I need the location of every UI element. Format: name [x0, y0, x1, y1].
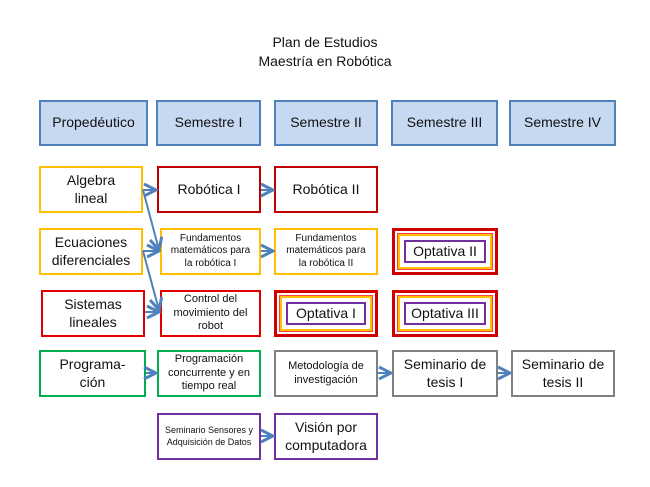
course-control-movimiento: Control del movimiento del robot — [160, 290, 261, 337]
course-optativa-2: Optativa II — [392, 228, 498, 275]
header-semestre-2: Semestre II — [274, 100, 378, 146]
optativa-3-label: Optativa III — [404, 302, 486, 325]
course-sistemas-lineales: Sistemas lineales — [41, 290, 145, 337]
header-semestre-4: Semestre IV — [509, 100, 616, 146]
course-optativa-1: Optativa I — [274, 290, 378, 337]
course-ecuaciones: Ecuaciones diferenciales — [39, 228, 143, 275]
course-programacion-concurrente: Programación concurrente y en tiempo rea… — [157, 350, 261, 397]
header-semestre-1: Semestre I — [156, 100, 261, 146]
course-seminario-tesis-1: Seminario de tesis I — [392, 350, 498, 397]
optativa-2-label: Optativa II — [404, 240, 486, 263]
arrow-algebra-fundamentos1 — [142, 189, 159, 250]
course-algebra-lineal: Algebra lineal — [39, 166, 143, 213]
course-fundamentos-2: Fundamentos matemáticos para la robótica… — [274, 228, 378, 275]
header-semestre-3: Semestre III — [391, 100, 498, 146]
optativa-1-label: Optativa I — [286, 302, 366, 325]
course-metodologia: Metodología de investigación — [274, 350, 378, 397]
course-vision: Visión por computadora — [274, 413, 378, 460]
course-programacion: Programa-ción — [39, 350, 146, 397]
course-seminario-sensores: Seminario Sensores y Adquisición de Dato… — [157, 413, 261, 460]
title-line1: Plan de Estudios — [272, 34, 378, 50]
header-propedeutico: Propedéutico — [39, 100, 148, 146]
course-robotica-2: Robótica II — [274, 166, 378, 213]
course-seminario-tesis-2: Seminario de tesis II — [511, 350, 615, 397]
arrow-ecuaciones-control — [142, 250, 159, 310]
course-robotica-1: Robótica I — [157, 166, 261, 213]
title-line2: Maestría en Robótica — [258, 53, 392, 69]
course-optativa-3: Optativa III — [392, 290, 498, 337]
